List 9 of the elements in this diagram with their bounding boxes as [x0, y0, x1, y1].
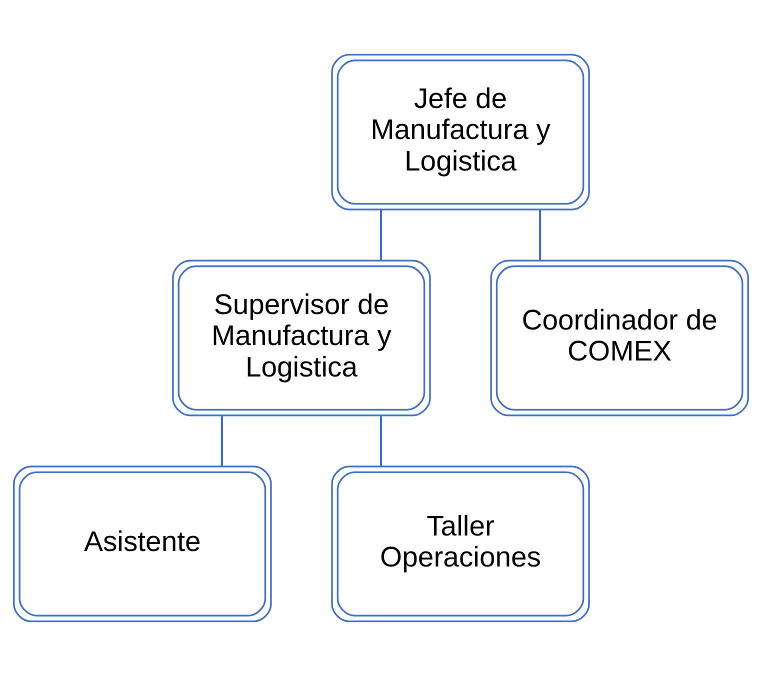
node-box: Coordinador de COMEX	[490, 259, 749, 416]
connector	[538, 209, 542, 260]
connector	[380, 415, 382, 466]
node-box: Supervisor de Manufactura y Logistica	[172, 259, 431, 416]
node-box: Taller Operaciones	[331, 465, 590, 622]
connector	[220, 415, 223, 466]
node-box: Asistente	[13, 465, 272, 622]
connector	[380, 209, 382, 260]
node-box: Jefe de Manufactura y Logistica	[331, 53, 590, 210]
